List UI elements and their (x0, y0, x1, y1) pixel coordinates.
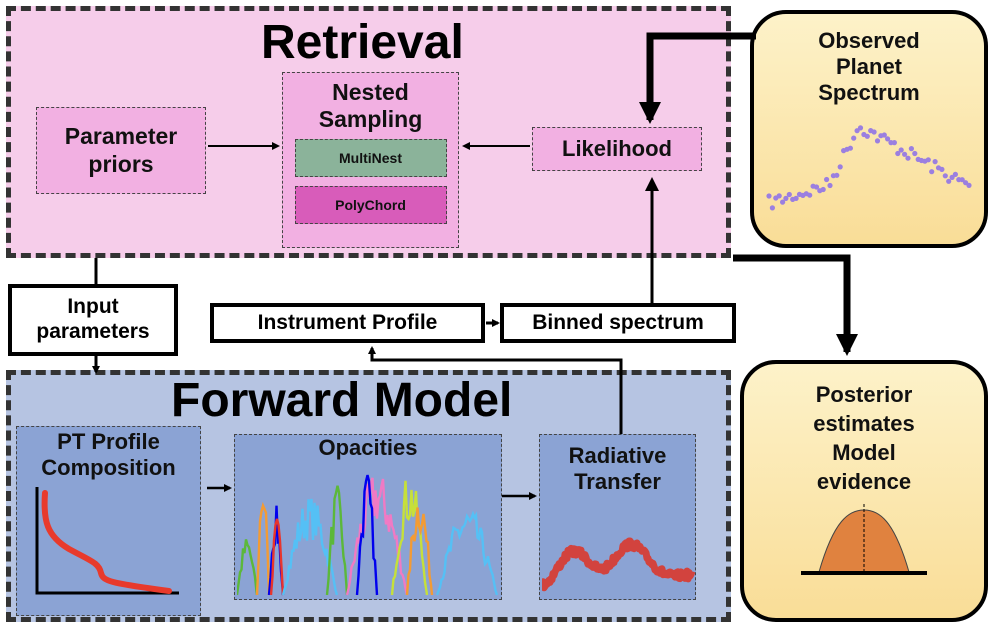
spectrum-data-point (776, 193, 782, 199)
opacities-plot (237, 474, 499, 596)
nested-sampling-box[interactable]: Nested Sampling MultiNest PolyChord (282, 72, 459, 248)
opacities-label: Opacities (318, 435, 418, 460)
spectrum-data-point (895, 150, 901, 156)
spectrum-data-point (783, 195, 789, 201)
binned-spectrum-label: Binned spectrum (532, 311, 704, 334)
spectrum-data-point (766, 193, 772, 199)
spectrum-data-point (959, 176, 965, 183)
observed-line3: Spectrum (818, 79, 920, 105)
observed-spectrum-box[interactable]: Observed Planet Spectrum (750, 10, 988, 248)
pt-profile-line1: PT Profile (57, 429, 160, 454)
likelihood-box[interactable]: Likelihood (532, 127, 702, 171)
spectrum-data-point (939, 166, 945, 172)
spectrum-data-point (942, 173, 948, 179)
spectrum-data-point (871, 129, 877, 135)
spectrum-data-point (837, 164, 843, 170)
posterior-line4: evidence (816, 469, 912, 495)
input-parameters-box[interactable]: Input parameters (8, 284, 178, 356)
rt-spectrum (542, 537, 695, 592)
spectrum-data-point (834, 172, 840, 178)
spectrum-data-point (827, 182, 833, 188)
observed-line2: Planet (835, 53, 903, 79)
observed-spectrum-plot (766, 125, 972, 211)
multinest-box[interactable]: MultiNest (294, 139, 447, 178)
parameter-priors-box[interactable]: Parameter priors (36, 107, 206, 194)
spectrum-data-point (824, 176, 830, 182)
likelihood-label: Likelihood (562, 136, 672, 161)
multinest-label: MultiNest (339, 150, 402, 167)
opacity-line (345, 477, 409, 596)
spectrum-data-point (925, 157, 931, 163)
opacity-line (405, 507, 434, 596)
spectrum-data-point (912, 150, 918, 156)
posterior-line3: Model (832, 440, 896, 466)
spectrum-data-point (932, 158, 938, 165)
spectrum-data-point (902, 151, 908, 157)
spectrum-data-point (966, 182, 972, 188)
instrument-profile-box[interactable]: Instrument Profile (210, 303, 485, 343)
polychord-box[interactable]: PolyChord (294, 186, 447, 225)
input-parameters-line1: Input (67, 295, 119, 319)
opacity-line (281, 498, 339, 596)
spectrum-data-point (857, 125, 864, 131)
radiative-transfer-line2: Transfer (574, 468, 661, 494)
instrument-profile-label: Instrument Profile (257, 311, 438, 334)
posterior-box[interactable]: Posterior estimates Model evidence (740, 360, 988, 622)
spectrum-data-point (949, 174, 955, 180)
parameter-priors-line1: Parameter (64, 123, 178, 150)
spectrum-data-point (885, 136, 891, 142)
spectrum-data-point (780, 199, 786, 205)
binned-spectrum-box[interactable]: Binned spectrum (500, 303, 736, 343)
arrow-retrieval-to-posterior (733, 254, 858, 356)
input-parameters-line2: parameters (36, 320, 150, 343)
opacities-box[interactable]: Opacities (234, 434, 502, 600)
pt-profile-box[interactable]: PT Profile Composition (16, 426, 201, 616)
spectrum-data-point (851, 135, 857, 141)
spectrum-data-point (813, 184, 820, 190)
posterior-line2: estimates (813, 411, 915, 437)
pt-curve (41, 489, 172, 594)
spectrum-data-point (905, 155, 911, 161)
observed-line1: Observed (818, 28, 920, 53)
spectrum-data-point (929, 168, 935, 175)
opacity-line (355, 474, 379, 596)
spectrum-data-point (952, 171, 958, 177)
pt-axes (35, 486, 179, 595)
pt-profile-plot (35, 486, 179, 595)
spectrum-data-point (807, 192, 813, 198)
spectrum-data-point (874, 138, 881, 144)
spectrum-data-point (769, 205, 775, 211)
nested-sampling-line1: Nested (332, 79, 409, 105)
opacity-line (255, 501, 271, 596)
radiative-transfer-plot (542, 537, 695, 592)
spectrum-data-point (786, 191, 792, 197)
nested-sampling-line2: Sampling (318, 106, 423, 133)
radiative-transfer-line1: Radiative (568, 443, 667, 468)
spectrum-data-point (864, 133, 870, 139)
spectrum-data-point (891, 139, 897, 146)
parameter-priors-line2: priors (88, 150, 154, 177)
posterior-distribution-plot (801, 504, 927, 576)
spectrum-data-point (908, 145, 914, 152)
polychord-label: PolyChord (335, 197, 406, 214)
opacity-line (269, 518, 285, 596)
spectrum-data-point (847, 145, 853, 151)
opacity-line (435, 510, 499, 596)
spectrum-data-point (820, 186, 826, 192)
spectrum-data-point (793, 195, 799, 201)
pt-profile-line2: Composition (41, 454, 176, 480)
spectrum-data-point (881, 132, 887, 138)
opacity-line (237, 539, 259, 596)
forward-model-title: Forward Model (171, 374, 513, 427)
radiative-transfer-box[interactable]: Radiative Transfer (539, 434, 696, 600)
opacity-line (325, 485, 349, 596)
spectrum-data-point (946, 178, 952, 184)
spectrum-data-point (898, 147, 904, 153)
posterior-line1: Posterior (815, 382, 913, 407)
opacity-line (390, 480, 429, 596)
retrieval-title: Retrieval (261, 16, 464, 69)
